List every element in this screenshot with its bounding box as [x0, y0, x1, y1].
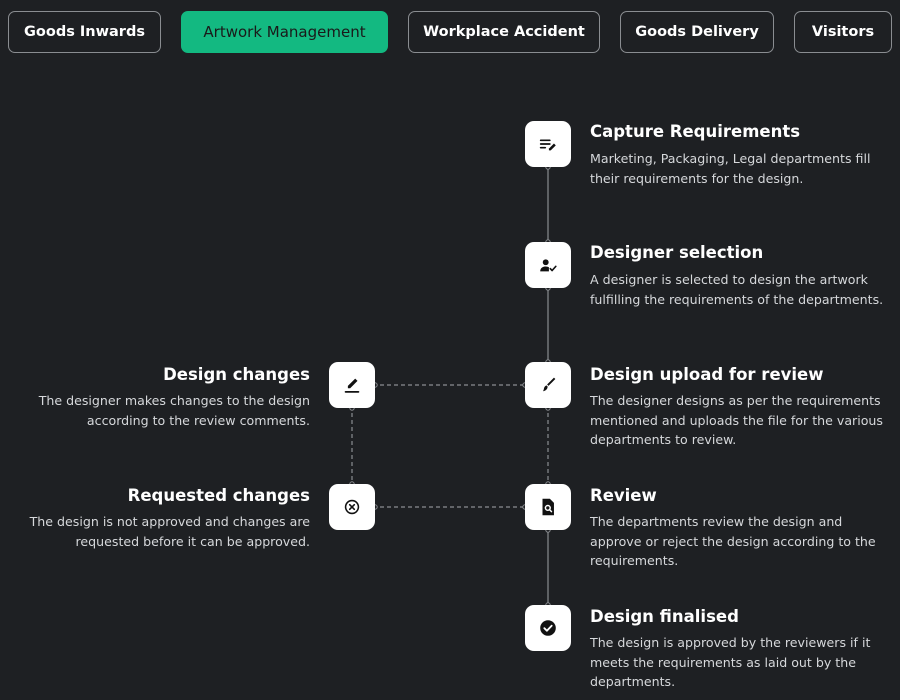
check-circle-icon — [540, 620, 556, 636]
brush-icon — [542, 377, 556, 392]
designer-selection-desc: A designer is selected to design the art… — [590, 272, 884, 307]
capture-requirements-title: Capture Requirements — [590, 122, 801, 141]
requested-changes-title: Requested changes — [127, 486, 310, 505]
design-changes-title: Design changes — [163, 365, 310, 384]
tab-goods-delivery[interactable]: Goods Delivery — [620, 11, 774, 53]
design-upload-title: Design upload for review — [590, 365, 824, 384]
capture-requirements-node — [525, 121, 571, 167]
design-changes-desc: The designer makes changes to the design… — [38, 393, 310, 428]
document-search-icon — [542, 498, 554, 516]
tab-artwork-management[interactable]: Artwork Management — [181, 11, 388, 53]
x-circle-icon — [344, 499, 360, 515]
tab-visitors[interactable]: Visitors — [794, 11, 892, 53]
review-desc: The departments review the design and ap… — [590, 514, 876, 569]
edit-list-icon — [539, 139, 556, 151]
designer-selection-node — [525, 242, 571, 288]
design-finalised-node — [525, 605, 571, 651]
design-finalised-desc: The design is approved by the reviewers … — [590, 635, 871, 690]
tab-workplace-accident[interactable]: Workplace Accident — [408, 11, 600, 53]
design-changes-node — [329, 362, 375, 408]
pencil-icon — [344, 378, 360, 393]
review-node — [525, 484, 571, 530]
design-finalised-title: Design finalised — [590, 607, 739, 626]
review-title: Review — [590, 486, 657, 505]
requested-changes-node — [329, 484, 375, 530]
design-upload-desc: The designer designs as per the requirem… — [590, 393, 883, 448]
designer-selection-title: Designer selection — [590, 243, 764, 262]
requested-changes-desc: The design is not approved and changes a… — [29, 514, 310, 549]
design-upload-node — [525, 362, 571, 408]
user-check-icon — [540, 259, 557, 272]
capture-requirements-desc: Marketing, Packaging, Legal departments … — [590, 151, 871, 186]
tab-goods-inwards[interactable]: Goods Inwards — [8, 11, 161, 53]
